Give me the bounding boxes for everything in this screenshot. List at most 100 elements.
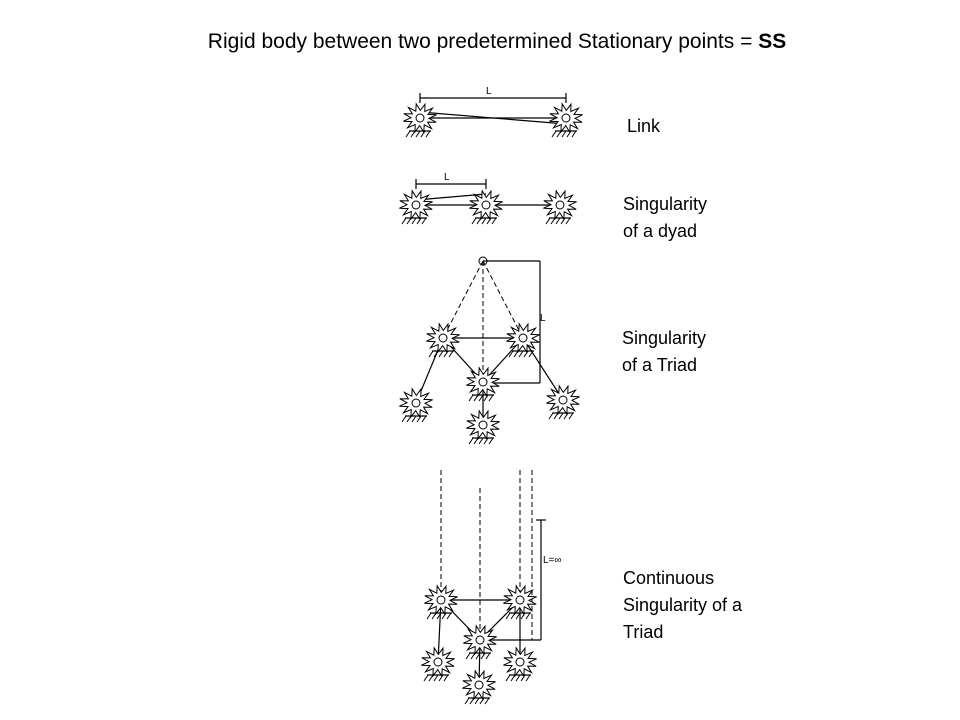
pivot-joint-icon (438, 333, 448, 343)
ground-hatch (523, 350, 529, 358)
pivot-joint-icon (436, 595, 446, 605)
dyad-label-line1: Singularity (623, 194, 708, 214)
ground-hatch (528, 350, 534, 358)
ground-hatch (558, 412, 564, 420)
cont-bottom-center-pivot (462, 669, 496, 705)
ground-hatch (446, 612, 452, 620)
ground-hatch (515, 674, 521, 682)
pivot-joint-icon (415, 113, 425, 123)
pivot-joint-icon (478, 377, 488, 387)
ground-hatch (428, 674, 434, 682)
link-label: Link (627, 113, 660, 140)
ground-hatch (505, 674, 511, 682)
triad-dashed-right (482, 260, 524, 339)
slide-title: Rigid body between two predetermined Sta… (0, 30, 960, 54)
ground-hatch (415, 130, 421, 138)
pivot-joint-icon (474, 680, 484, 690)
ground-hatch (491, 217, 497, 225)
continuous-label-line3: Triad (623, 622, 664, 642)
ground-hatch (510, 674, 516, 682)
ground-hatch (471, 217, 477, 225)
title-text: Rigid body between two predetermined Sta… (207, 30, 759, 53)
link-label-text: Link (627, 116, 661, 136)
ground-hatch (416, 217, 422, 225)
triad-top-left-pivot (426, 322, 460, 358)
link-bar-diagonal (419, 111, 567, 125)
ground-hatch (556, 130, 562, 138)
triad-top-right-pivot (506, 322, 540, 358)
ground-hatch (476, 217, 482, 225)
ground-hatch (443, 674, 449, 682)
link-left-pivot (403, 102, 437, 138)
ground-hatch (483, 437, 489, 445)
ground-hatch (433, 350, 439, 358)
triad-dashed-left (442, 260, 484, 339)
pivot-joint-icon (481, 200, 491, 210)
ground-hatch (405, 130, 411, 138)
ground-hatch (421, 415, 427, 423)
ground-hatch (426, 612, 432, 620)
ground-hatch (571, 130, 577, 138)
ground-hatch (520, 612, 526, 620)
triad-bottom-center-pivot (466, 409, 500, 445)
triad-bottom-right-pivot (546, 384, 580, 420)
ground-hatch (553, 412, 559, 420)
ground-hatch (551, 130, 557, 138)
continuous-dimension-label: L=∞ (543, 555, 562, 566)
pivot-joint-icon (561, 113, 571, 123)
cont-left-leg (437, 599, 442, 663)
ground-hatch (561, 130, 567, 138)
ground-hatch (568, 412, 574, 420)
ground-hatch (411, 415, 417, 423)
ground-hatch (473, 394, 479, 402)
ground-hatch (470, 652, 476, 660)
continuous-label-line2: Singularity of a (623, 595, 743, 615)
ground-hatch (520, 674, 526, 682)
pivot-joint-icon (555, 200, 565, 210)
ground-hatch (448, 350, 454, 358)
ground-hatch (401, 415, 407, 423)
ground-hatch (479, 697, 485, 705)
triad-bottom-left-pivot (399, 387, 433, 423)
pivot-joint-icon (515, 657, 525, 667)
continuous-label: Continuous Singularity of a Triad (623, 565, 742, 646)
triad-label: Singularity of a Triad (622, 325, 706, 379)
triad-dimension-label: L (540, 313, 546, 324)
cont-top-left-pivot (424, 584, 458, 620)
triad-center-pivot (466, 366, 500, 402)
cont-bottom-right-pivot (503, 646, 537, 682)
ground-hatch (416, 415, 422, 423)
ground-hatch (488, 394, 494, 402)
ground-hatch (515, 612, 521, 620)
ground-hatch (411, 217, 417, 225)
ground-hatch (550, 217, 556, 225)
ground-hatch (488, 437, 494, 445)
ground-hatch (484, 697, 490, 705)
ground-hatch (475, 652, 481, 660)
ground-hatch (505, 612, 511, 620)
ground-hatch (483, 394, 489, 402)
triad-label-line1: Singularity (622, 328, 707, 348)
ground-hatch (465, 652, 471, 660)
ground-hatch (565, 217, 571, 225)
dyad-label: Singularity of a dyad (623, 191, 707, 245)
ground-hatch (518, 350, 524, 358)
ground-hatch (468, 394, 474, 402)
ground-hatch (436, 612, 442, 620)
ground-hatch (443, 350, 449, 358)
ground-hatch (545, 217, 551, 225)
ground-hatch (481, 217, 487, 225)
ground-hatch (478, 437, 484, 445)
link-right-pivot (549, 102, 583, 138)
pivot-joint-icon (558, 395, 568, 405)
ground-hatch (469, 697, 475, 705)
ground-hatch (566, 130, 572, 138)
ground-hatch (508, 350, 514, 358)
cont-top-right-pivot (503, 584, 537, 620)
ground-hatch (441, 612, 447, 620)
link-dimension-label: L (486, 86, 492, 97)
continuous-label-line1: Continuous (623, 568, 715, 588)
dyad-right-pivot (543, 189, 577, 225)
ground-hatch (486, 217, 492, 225)
